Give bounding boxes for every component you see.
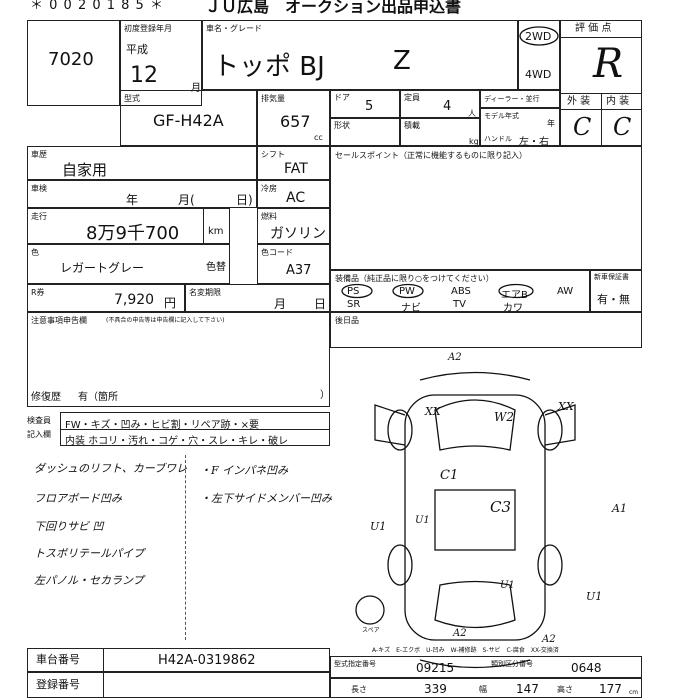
equipment-circles xyxy=(341,283,534,299)
sales-points-box: セールスポイント（正常に機能するものに限り記入） xyxy=(330,146,642,270)
inspection-box: 車検 年 月( 日) xyxy=(27,180,257,208)
chassis-box: 車台番号 H42A-0319862 xyxy=(27,648,330,672)
loading-box: 積載 kg xyxy=(400,118,480,146)
dealer-box: ディーラー・並行 xyxy=(480,90,560,108)
registration-box: 初度登録年月 平成 12 月 xyxy=(120,20,202,106)
lot-number: 7020 xyxy=(48,49,94,70)
drive-box: 2WD 4WD xyxy=(518,20,560,90)
mileage-box: 走行 8万9千700 km xyxy=(27,208,230,244)
checklist-box: FW・キズ・凹み・ヒビ割・リペア跡・×要 内装 ホコリ・汚れ・コゲ・穴・スレ・キ… xyxy=(60,412,330,447)
drive-2wd-circle xyxy=(519,26,559,46)
dimensions-box: 長さ 339 幅 147 高さ 177 cm xyxy=(330,678,642,698)
color-box: 色 レガートグレー 色替 xyxy=(27,244,230,284)
model-grade: Z xyxy=(393,46,411,76)
evaluation-box: 評 価 点 R 外 装 内 装 C C xyxy=(560,20,642,146)
interior-score: C xyxy=(613,113,632,141)
usage-box: 車歴 自家用 xyxy=(27,146,257,180)
model-name: トッポ BJ xyxy=(213,52,325,82)
name-change-box: 名変期限 月 日 xyxy=(185,284,330,312)
lot-number-box: 7020 xyxy=(27,20,120,106)
shape-box: 形状 xyxy=(330,118,400,146)
model-year-box: モデル年式 年 ハンドル 左・右 xyxy=(480,108,560,148)
model-box: 車名・グレード トッポ BJ Z xyxy=(202,20,518,90)
exterior-score: C xyxy=(573,113,592,141)
cert-box: 型式指定番号 09215 類別区分番号 0648 xyxy=(330,656,642,678)
form-title: ＪＵ広島 オークション出品申込書 xyxy=(205,0,462,16)
color-code-box: 色コード A37 xyxy=(257,244,330,284)
model-type: GF-H42A xyxy=(153,111,224,130)
chassis-number: H42A-0319862 xyxy=(158,653,256,668)
equipment-box: 装備品（純正品に限り○をつけてください） PS PW ABS エアB AW SR… xyxy=(330,270,590,314)
type-box: 型式 GF-H42A xyxy=(120,90,257,146)
rear-items-box: 後日品 xyxy=(330,312,642,348)
shift-box: シフト FAT xyxy=(257,146,330,180)
aircon-box: 冷房 AC xyxy=(257,180,330,208)
displacement-box: 排気量 657 cc xyxy=(257,90,330,146)
mileage-value: 8万9千700 xyxy=(86,223,180,244)
warranty-box: 新車保証書 有・無 xyxy=(590,270,642,312)
reg-box: 登録番号 xyxy=(27,672,330,698)
capacity-box: 定員 4 人 xyxy=(400,90,480,118)
fuel-box: 燃料 ガソリン xyxy=(257,208,330,244)
doors-box: ドア 5 xyxy=(330,90,400,118)
evaluation-score: R xyxy=(593,41,624,87)
form-number: ＊ 0 0 2 0 1 8 5 ＊ xyxy=(30,0,164,13)
registration-year: 12 xyxy=(130,63,158,88)
car-damage-diagram xyxy=(355,371,576,669)
recycle-box: R券 7,920 円 xyxy=(27,284,185,312)
notes-box: 注意事項申告欄 (不具合の申告等は申告欄に記入して下さい) 修復歴 有（箇所 ） xyxy=(27,312,330,407)
diagram-legend: A-キズ E-エクボ U-凹み W-補修跡 S-サビ C-腐食 XX-交換済 xyxy=(372,647,559,654)
